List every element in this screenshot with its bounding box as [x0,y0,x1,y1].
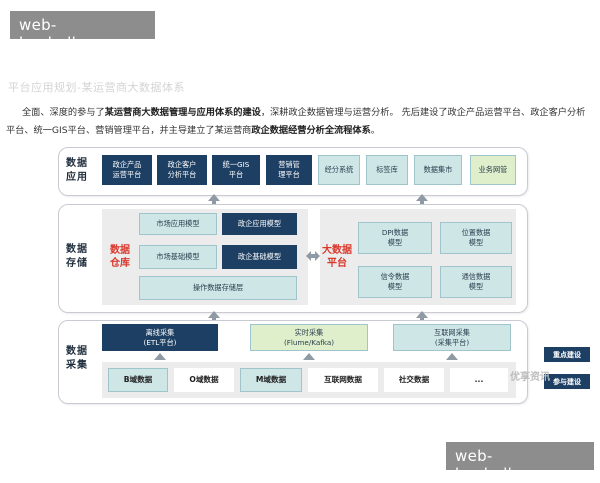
data-source-item: O域数据 [174,368,234,392]
arrow-stem [420,316,424,321]
arrow-up-icon [416,194,428,201]
para-bold-2: 政企数据经营分析全流程体系 [251,125,371,136]
data-collection-label: 数据 采集 [66,346,88,371]
gov-base-model: 政企基础模型 [222,245,297,269]
market-base-model: 市场基础模型 [139,245,217,269]
application-item: 营销管 理平台 [266,155,312,185]
offline-collection: 离线采集 (ETL平台) [102,324,218,351]
bidirectional-arrow-icon [306,251,320,261]
data-storage-label: 数据 存储 [66,244,88,269]
ops-storage-layer: 操作数据存储层 [139,276,297,300]
realtime-collection: 实时采集 (Flume/Kafka) [250,324,368,351]
para-bold-1: 某运营商大数据管理与应用体系的建设 [104,107,261,118]
application-item: 业务网管 [470,155,516,185]
arrow-up-icon [208,311,220,318]
arrow-up-icon [208,194,220,201]
arrow-stem [212,316,216,321]
arrow-up-icon [416,311,428,318]
gov-app-model: 政企应用模型 [222,213,297,235]
watermark-top: web-buyball.com [10,11,155,52]
data-application-label: 数据 应用 [66,158,88,183]
arrow-up-icon [303,353,315,360]
legend-key-build: 重点建设 [544,347,590,362]
brand-logo: 优享资讯 [510,372,550,383]
para-text-2: ，深耕政企数据管理与运营分析。 先后建设了政企产品运营平台、政企客户分析平台、统… [6,107,586,136]
data-source-item: M域数据 [240,368,302,392]
section-title: 平台应用规划-某运营商大数据体系 [8,81,185,94]
signaling-data-model: 信令数据 模型 [358,266,432,298]
internet-collection: 互联网采集 (采集平台) [393,324,511,351]
communication-data-model: 通信数据 模型 [440,266,512,298]
arrow-up-icon [154,353,166,360]
legend-participate-build: 参与建设 [544,374,590,389]
application-item: 统一GIS 平台 [212,155,260,185]
application-item: 政企产品 运营平台 [102,155,152,185]
data-source-item: ... [450,368,508,392]
data-source-item: 社交数据 [384,368,444,392]
arrow-up-icon [446,353,458,360]
big-data-platform-title: 大数据 平台 [322,245,352,269]
data-warehouse-title: 数据 仓库 [110,245,130,269]
intro-paragraph: 全面、深度的参与了某运营商大数据管理与应用体系的建设，深耕政企数据管理与运营分析… [6,104,594,140]
data-source-item: B域数据 [108,368,168,392]
data-source-item: 互联网数据 [308,368,378,392]
application-item: 标签库 [366,155,408,185]
arrow-stem [420,199,424,204]
para-text-3: 。 [370,125,380,136]
market-app-model: 市场应用模型 [139,213,217,235]
location-data-model: 位置数据 模型 [440,222,512,254]
application-item: 政企客户 分析平台 [157,155,207,185]
para-text-1: 全面、深度的参与了 [22,107,105,118]
application-item: 数据集市 [414,155,462,185]
application-item: 经分系统 [318,155,360,185]
arrow-stem [212,199,216,204]
dpi-data-model: DPI数据 模型 [358,222,432,254]
watermark-bottom: web-buyball.com [446,442,594,483]
